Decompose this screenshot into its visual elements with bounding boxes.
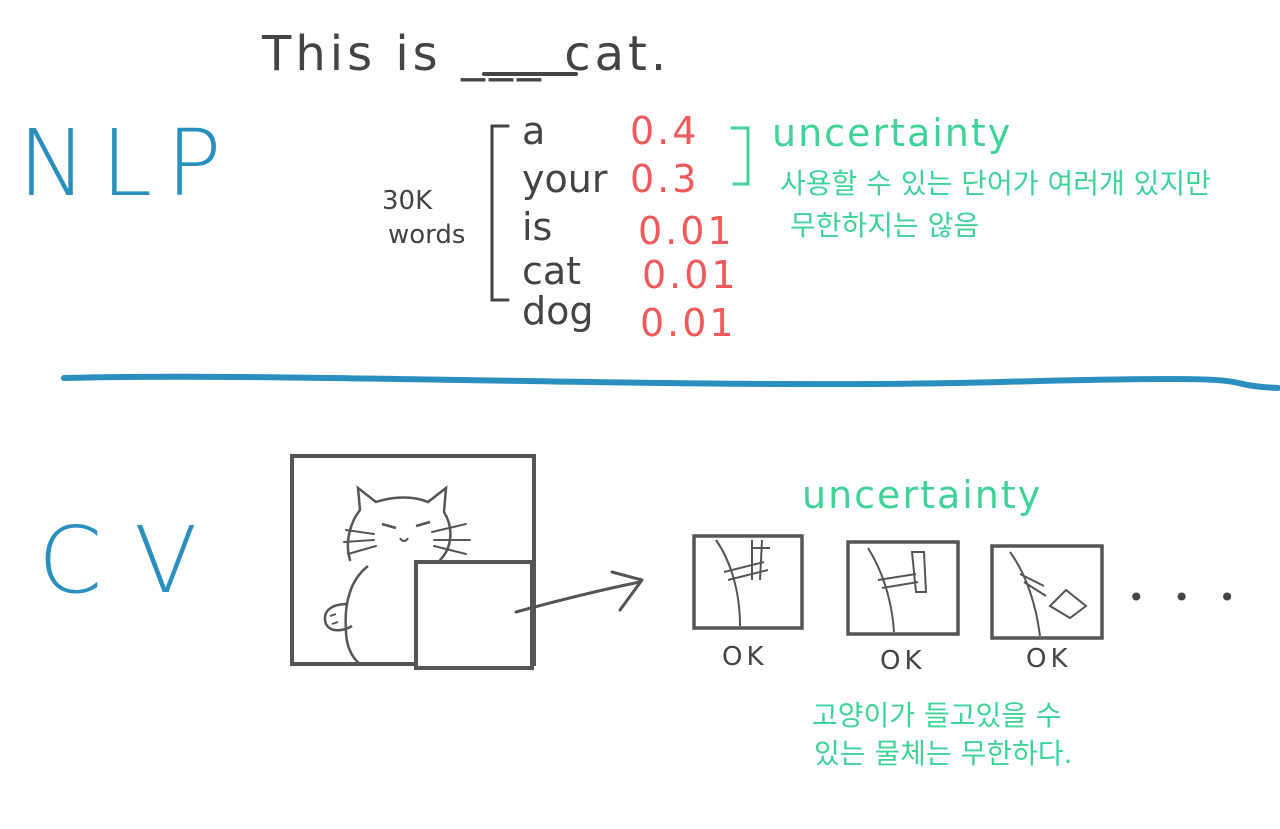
candidate-word: dog (522, 289, 594, 333)
candidate-ok-label: OK (880, 646, 926, 676)
held-object-region (414, 560, 534, 670)
vocab-bracket (490, 124, 510, 302)
vocab-size-number: 30K (382, 186, 433, 216)
cat-eye (415, 520, 431, 528)
candidate-2-claws (877, 573, 919, 589)
cat-body (344, 565, 369, 665)
more-candidates-ellipsis: • • • (1128, 581, 1246, 614)
candidate-1-object (751, 539, 770, 581)
candidate-word: is (522, 205, 553, 249)
section-label-nlp: NLP (18, 110, 236, 217)
candidate-frame-1 (692, 534, 804, 630)
vocab-size-unit: words (388, 220, 466, 250)
section-label-cv: CV (38, 507, 230, 614)
candidate-1-arm (715, 539, 741, 627)
cv-uncertainty-note-line1: 고양이가 들고있을 수 (812, 699, 1062, 732)
cat-whiskers-left (343, 529, 377, 555)
cat-paw-toes (329, 613, 339, 625)
cat-head (346, 485, 452, 562)
nlp-uncertainty-note-line1: 사용할 수 있는 단어가 여러개 있지만 (780, 167, 1211, 200)
candidate-3-object (1048, 588, 1088, 620)
candidate-frame-3 (990, 544, 1104, 640)
candidate-ok-label: OK (1026, 644, 1072, 674)
candidate-word: cat (522, 249, 582, 293)
nlp-uncertainty-label: uncertainty (772, 111, 1013, 155)
candidate-2-arm (867, 547, 895, 633)
section-divider (61, 373, 1280, 391)
candidate-probability: 0.3 (630, 157, 700, 201)
candidate-word: a (522, 109, 546, 153)
candidate-frame-2 (846, 540, 960, 636)
arrow-shaft (514, 580, 642, 614)
candidate-ok-label: OK (722, 642, 768, 672)
nlp-uncertainty-note-line2: 무한하지는 않음 (790, 209, 980, 242)
candidate-word: your (522, 157, 608, 201)
arrow-head (610, 570, 644, 612)
cat-mouth (399, 537, 409, 542)
cat-whiskers-right (431, 523, 471, 555)
candidate-probability: 0.4 (630, 109, 700, 153)
candidate-2-object (910, 551, 928, 593)
uncertainty-bracket (730, 126, 750, 186)
candidate-3-arm (1009, 551, 1041, 637)
cat-paw (323, 602, 353, 632)
candidate-3-claws (1019, 573, 1047, 597)
fill-in-blank-sentence: This is ___ cat. (262, 26, 671, 82)
cat-eye (381, 522, 397, 530)
candidate-probability: 0.01 (642, 253, 739, 297)
candidate-probability: 0.01 (638, 209, 735, 253)
cv-uncertainty-note-line2: 있는 물체는 무한하다. (814, 737, 1073, 770)
cv-uncertainty-label: uncertainty (802, 473, 1043, 517)
candidate-probability: 0.01 (640, 301, 737, 345)
